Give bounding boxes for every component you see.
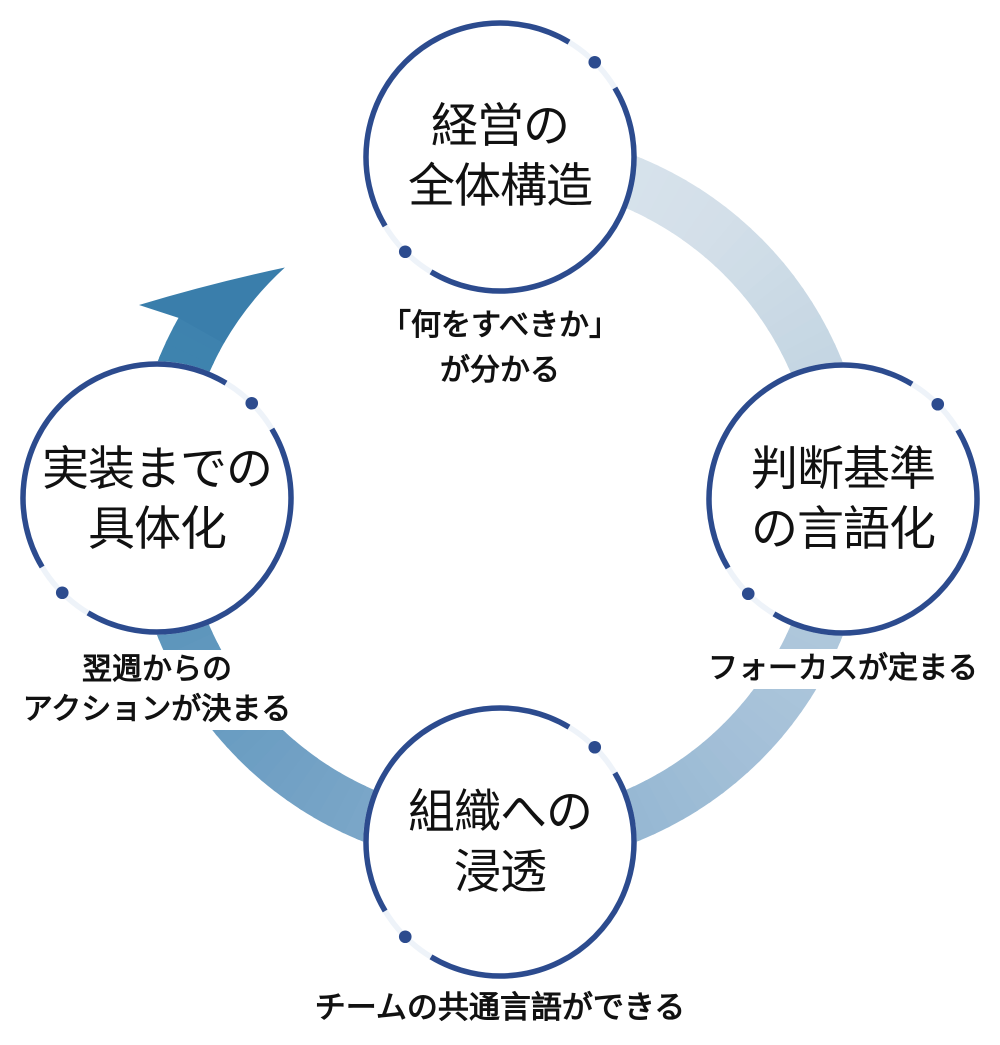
ring-segment: [724, 238, 775, 287]
node-circle-arc: [86, 427, 294, 635]
caption-left: 翌週からの アクションが決まる: [16, 650, 298, 730]
ring-segment: [646, 171, 688, 226]
node-title-line: の言語化: [751, 502, 936, 557]
node-title-line: 判断基準: [751, 442, 936, 497]
node-title-line: 全体構造: [408, 159, 593, 214]
node-title-line: 具体化: [88, 502, 227, 557]
node-circle-arc: [706, 362, 914, 570]
ring-segment: [703, 216, 752, 268]
caption-line: 翌週からの: [82, 652, 232, 687]
ring-segment: [643, 773, 685, 828]
ring-segment: [692, 206, 740, 258]
node-title-line: 経営の: [431, 99, 570, 154]
ring-segment: [712, 723, 761, 774]
ring-segment: [658, 179, 701, 234]
caption-bottom: チームの共通言語ができる: [315, 987, 685, 1029]
ring-segment: [667, 758, 712, 812]
ring-segment: [631, 780, 671, 835]
caption-line: が分かる: [440, 353, 560, 388]
ring-segment: [759, 287, 813, 332]
node-dot-icon: [741, 587, 755, 601]
node-circle-top: [363, 20, 637, 294]
arrowhead-icon: [139, 267, 285, 344]
node-title-top: 経営の 全体構造: [360, 97, 640, 217]
ring-segment: [326, 778, 367, 834]
node-dot-icon: [588, 740, 602, 754]
node-circle-arc: [429, 771, 637, 979]
caption-right: フォーカスが定まる: [702, 649, 984, 689]
ring-segment: [260, 740, 308, 792]
ring-segment: [621, 158, 659, 213]
node-circle-arc: [772, 428, 980, 636]
ring-segment: [786, 620, 841, 658]
ring-segment: [679, 750, 725, 804]
node-circle-arc: [20, 361, 228, 569]
node-circle-arc: [363, 705, 571, 913]
node-dot-icon: [588, 55, 602, 69]
ring-segment: [681, 196, 728, 250]
ring-segment: [781, 328, 836, 368]
ring-segment: [272, 748, 319, 802]
node-circle-right: [706, 362, 980, 636]
node-dot-icon: [55, 586, 69, 600]
node-title-line: 実装までの: [42, 442, 273, 497]
ring-segment: [172, 315, 226, 353]
node-circle-arc: [363, 20, 571, 228]
node-dot-icon: [398, 245, 412, 259]
caption-line: フォーカスが定まる: [708, 651, 978, 686]
ring-segment: [751, 274, 805, 320]
ring-segment: [733, 249, 785, 298]
ring-segment: [165, 325, 221, 366]
node-circle-arc: [429, 86, 637, 294]
ring-segment: [299, 764, 342, 819]
node-dot-icon: [398, 930, 412, 944]
caption-line: 「何をすべきか」: [381, 308, 619, 343]
node-circle-bottom: [363, 705, 637, 979]
caption-top: 「何をすべきか」 が分かる: [381, 303, 619, 393]
node-title-line: 浸透: [454, 845, 547, 900]
node-dot-icon: [245, 396, 259, 410]
ring-segment: [767, 300, 822, 343]
ring-segment: [656, 766, 699, 821]
ring-segment: [312, 772, 354, 827]
ring-segment: [714, 226, 764, 277]
node-title-left: 実装までの 具体化: [17, 440, 297, 560]
ring-segment: [341, 785, 379, 840]
ring-segment: [236, 721, 286, 772]
ring-segment: [741, 691, 793, 739]
node-dot-icon: [931, 397, 945, 411]
caption-line: アクションが決まる: [22, 692, 292, 727]
ring-segment: [742, 261, 795, 309]
caption-line: チームの共通言語ができる: [314, 990, 686, 1026]
ring-segment: [690, 741, 738, 794]
ring-segment: [701, 732, 750, 784]
node-title-bottom: 組織への 浸透: [360, 783, 640, 903]
ring-segment: [774, 314, 829, 356]
ring-segment: [731, 702, 783, 751]
ring-segment: [285, 757, 330, 811]
ring-segment: [633, 164, 674, 220]
ring-segment: [749, 680, 803, 727]
node-circle-left: [20, 361, 294, 635]
ring-segment: [722, 713, 773, 763]
ring-segment: [670, 187, 715, 241]
ring-segment: [248, 730, 297, 782]
node-title-right: 判断基準 の言語化: [703, 440, 983, 560]
node-title-line: 組織への: [408, 785, 593, 840]
